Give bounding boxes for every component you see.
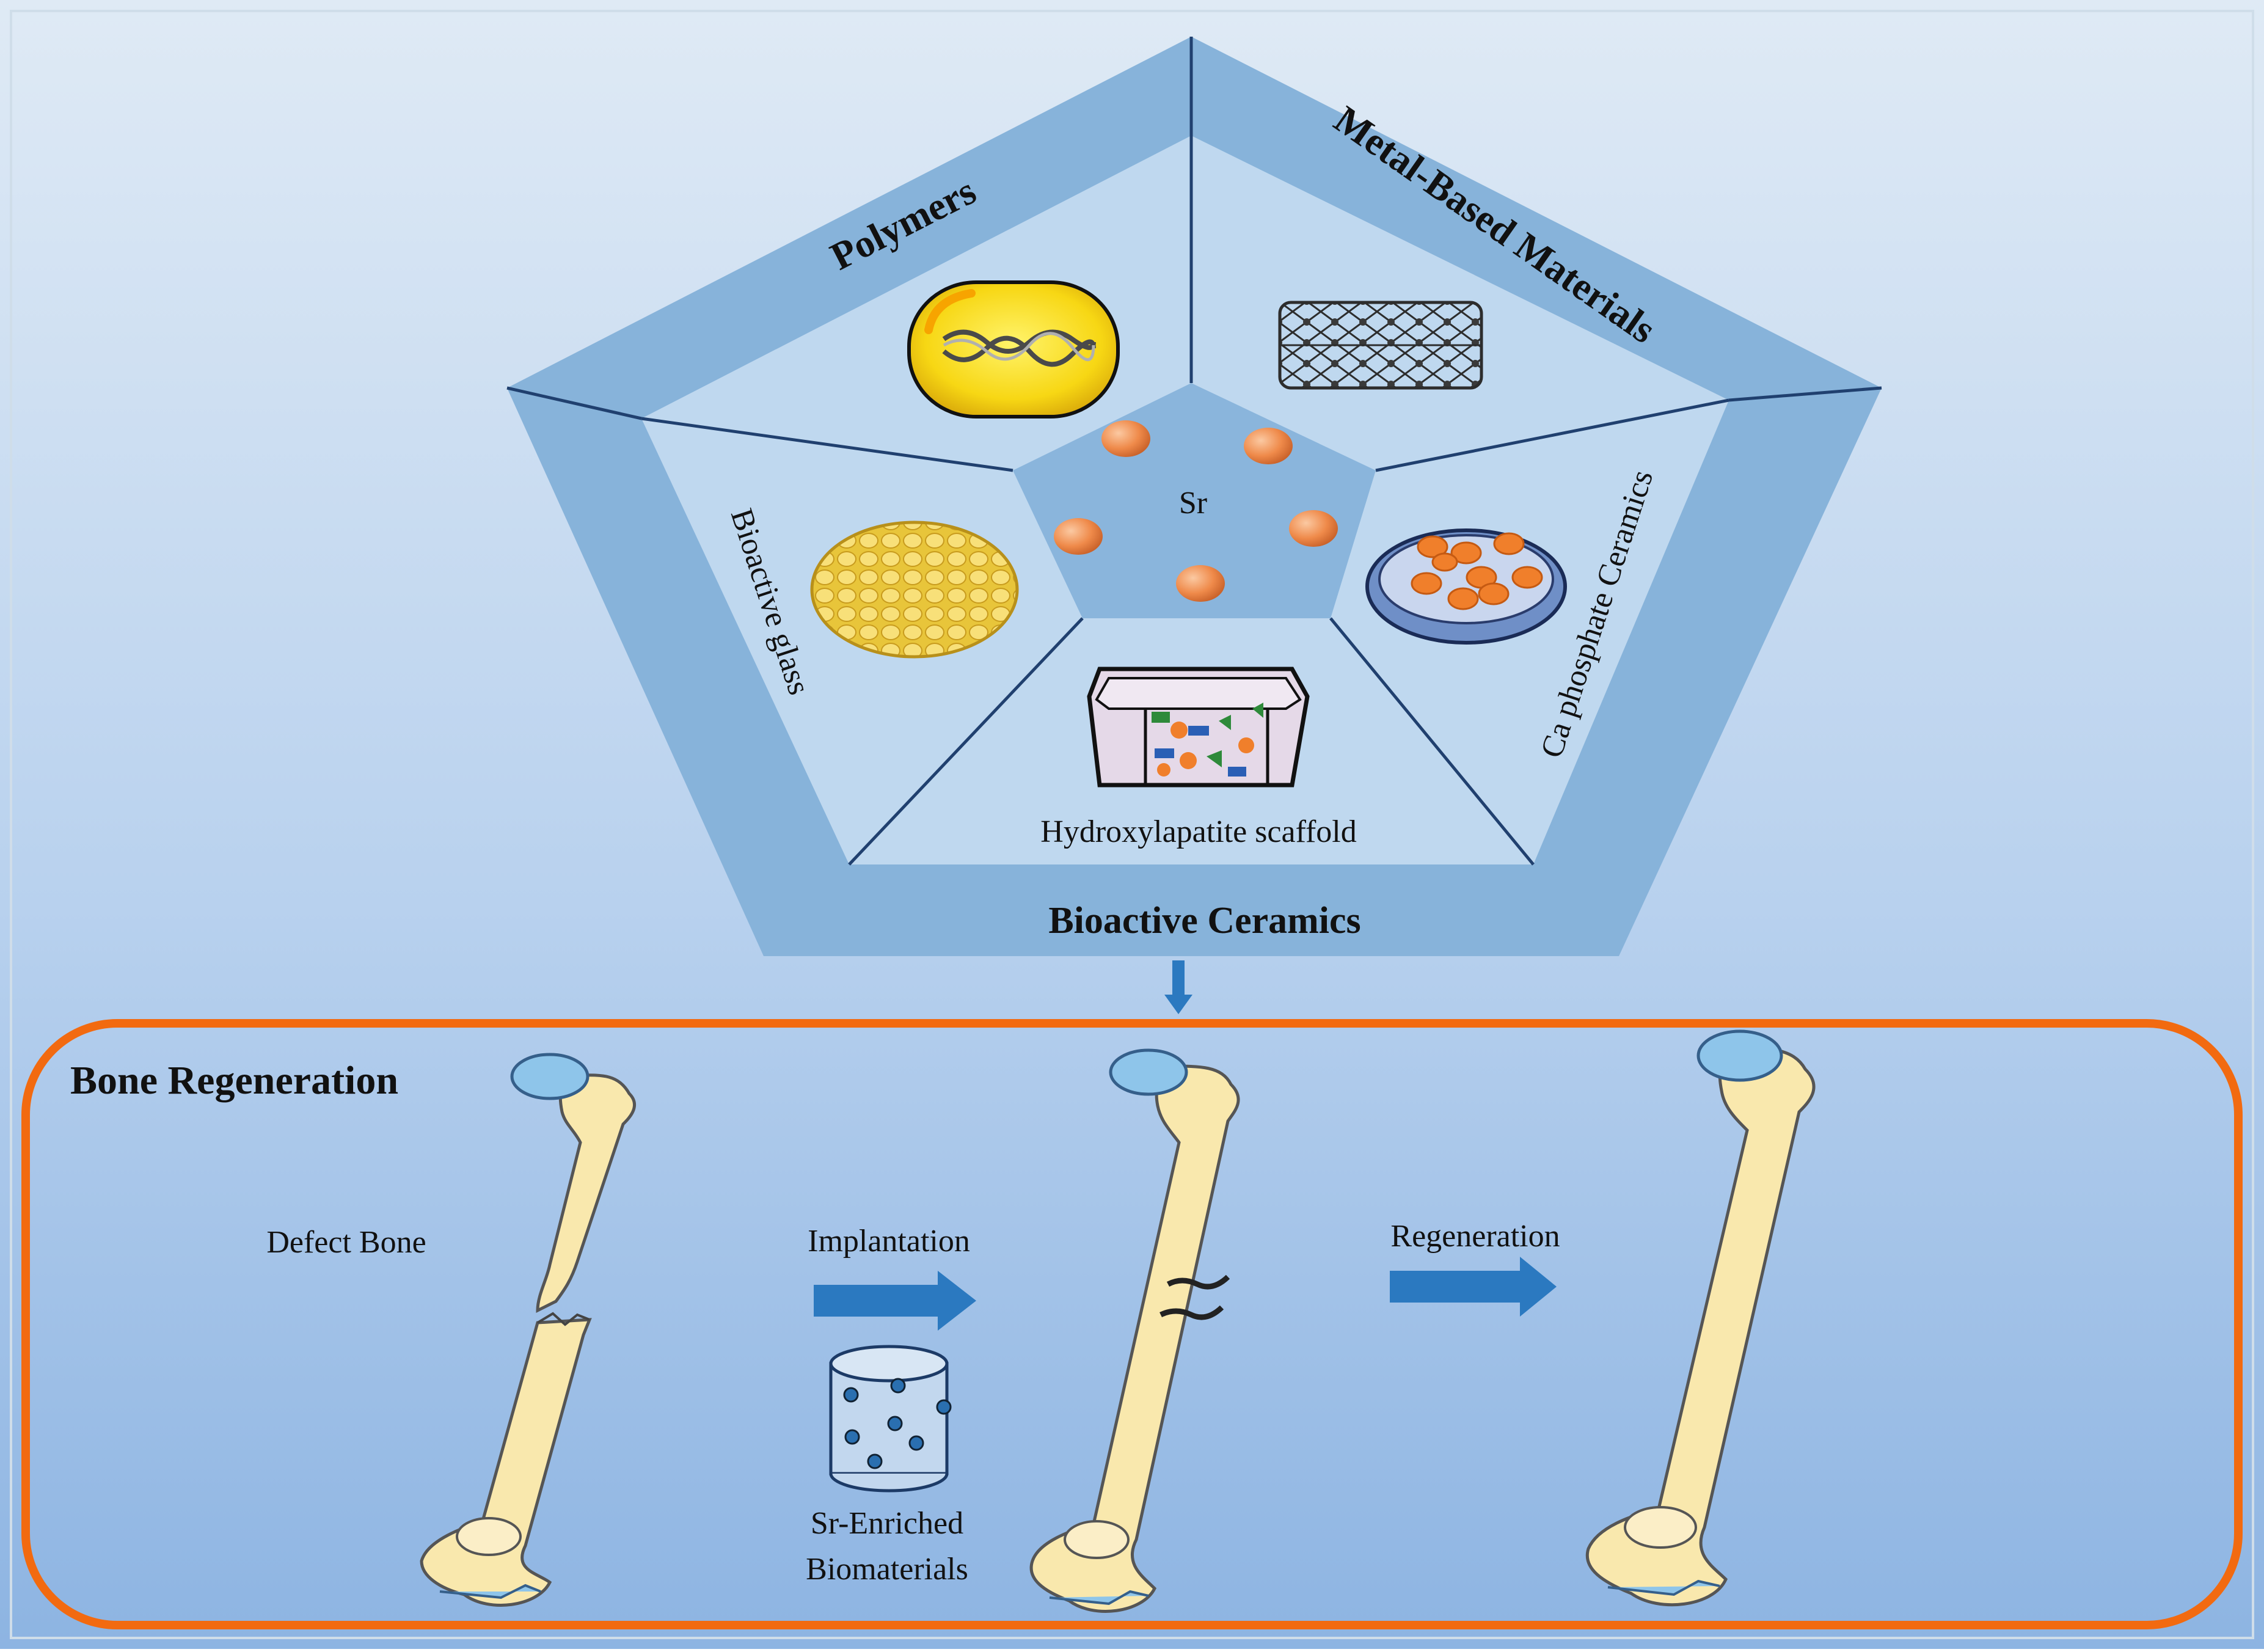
bone-regeneration-panel [21,1019,2243,1629]
bone-regeneration-title: Bone Regeneration [70,1058,398,1103]
sr-enriched-cylinder-icon [829,1345,952,1493]
sr-enriched-label-line2: Biomaterials [806,1552,968,1587]
implantation-label: Implantation [808,1224,970,1259]
regenerated-bone [1585,1029,1816,1607]
defect-bone-label: Defect Bone [266,1225,426,1260]
metal-mesh-stent-icon [1278,301,1483,390]
bioactive-ceramics-label: Bioactive Ceramics [1048,900,1360,941]
sr-ions [1054,420,1338,602]
section-dividers [641,136,1729,866]
hydroxylapatite-scaffold-icon [1087,667,1310,788]
section-label-scaffold: Hydroxylapatite scaffold [1040,814,1356,849]
materials-pentagon: Sr Polymers Metal-Based Materials Bioact… [506,37,1882,956]
petri-dish-icon [1365,528,1567,645]
sr-enriched-label-line1: Sr-Enriched [811,1506,963,1541]
sr-label: Sr [1179,486,1207,521]
regeneration-arrow [1390,1257,1557,1317]
outer-border [10,10,2254,1639]
implanted-bone [1029,1048,1240,1613]
polymer-capsule-icon [907,280,1120,418]
implantation-arrow [814,1271,976,1331]
defect-bone [420,1053,637,1607]
down-arrow [1164,960,1192,1014]
regeneration-label: Regeneration [1390,1219,1560,1254]
bioactive-glass-icon [810,521,1019,659]
